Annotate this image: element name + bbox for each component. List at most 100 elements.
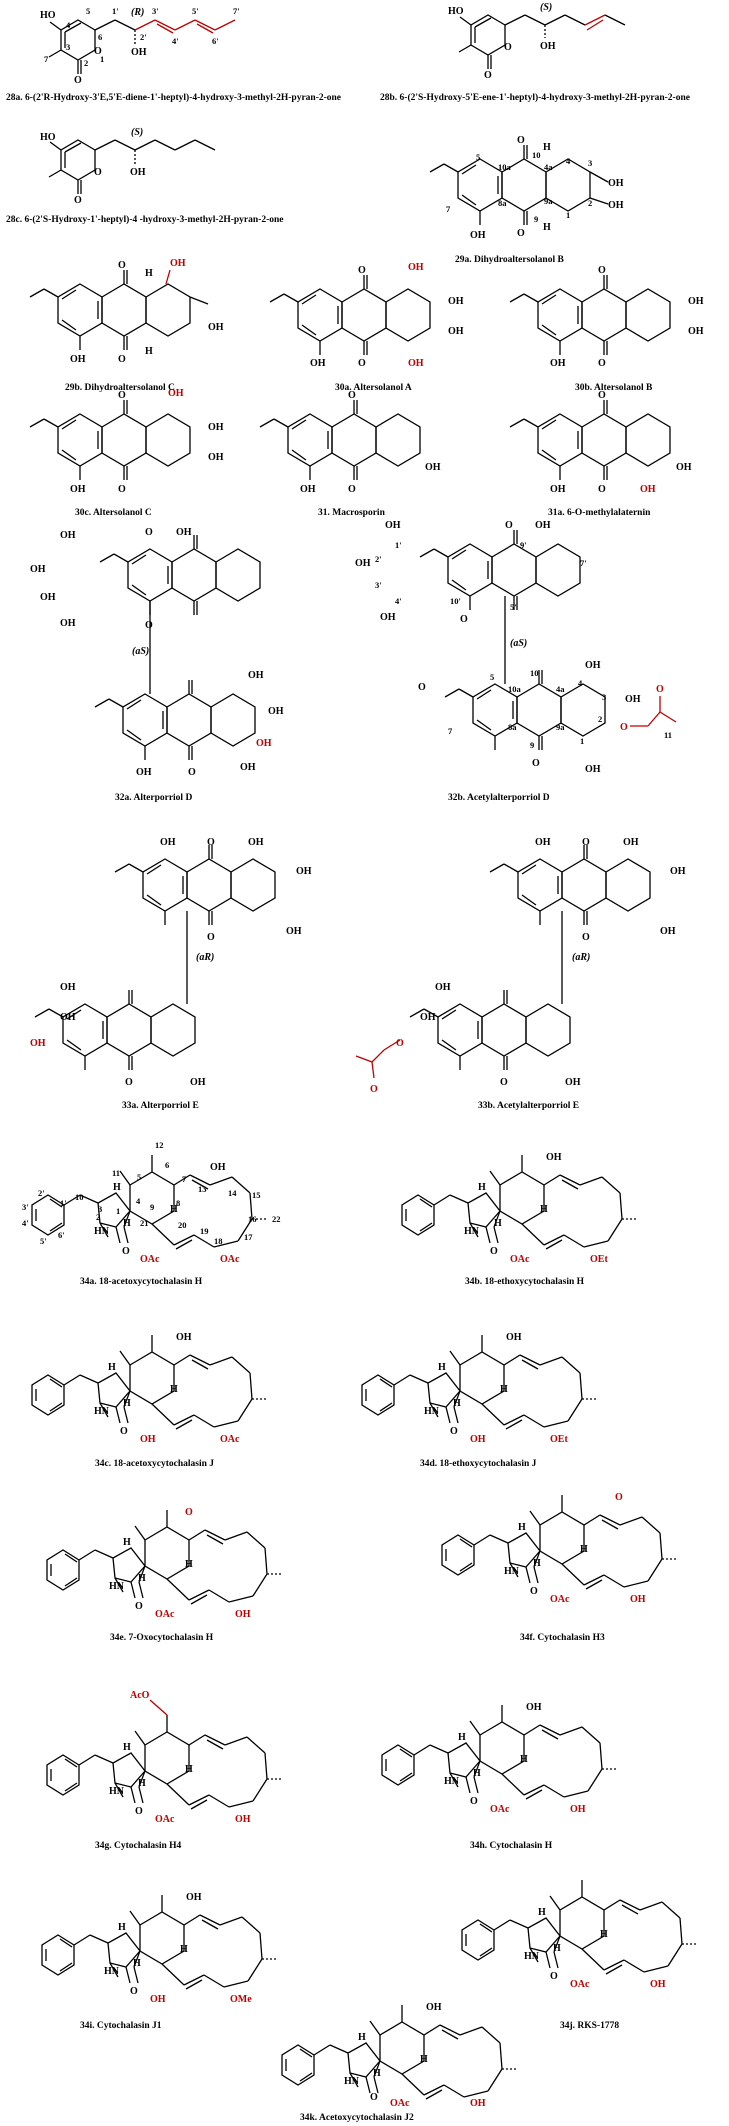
amide-nh-label: HN: [504, 1566, 520, 1577]
hydroxy-label: OH: [190, 1077, 206, 1088]
compound-34c: OH H H HN O OH OAc H 34c. 18-acetoxycyto…: [31, 1332, 269, 1469]
compound-34g: AcO H H HN O OAc OH H 34g. Cytochalasin …: [46, 1690, 284, 1851]
ethoxy-label: OEt: [550, 1434, 568, 1445]
hydroxy-label: OH: [268, 706, 284, 717]
hydrogen-label: H: [170, 1204, 178, 1215]
atom-number: 19: [200, 1226, 209, 1236]
hydroxy-label: OH: [625, 694, 641, 705]
hydroxy-label: OH: [40, 592, 56, 603]
atom-number: 3: [588, 158, 592, 168]
hydroxy-label: OH: [131, 47, 147, 58]
ketone-oxygen-highlighted: O: [185, 1507, 193, 1518]
compound-caption: 32b. Acetylalterporriol D: [448, 793, 550, 803]
atom-number: 2': [375, 554, 382, 564]
hydroxy-label: OH: [30, 564, 46, 575]
hydroxy-label-highlighted: OH: [235, 1609, 251, 1620]
atom-number: 5: [476, 152, 480, 162]
hydroxy-label: OH: [550, 484, 566, 495]
acetoxy-label: OAc: [155, 1609, 175, 1620]
compound-caption: 34a. 18-acetoxycytochalasin H: [80, 1277, 203, 1287]
atom-number: 20: [178, 1220, 187, 1230]
hydrogen-label: H: [185, 1764, 193, 1775]
carbonyl-oxygen-label: O: [484, 70, 492, 81]
ring-oxygen-label: O: [504, 42, 512, 53]
atom-number: 14: [228, 1188, 237, 1198]
atom-number: 3: [602, 692, 606, 702]
hydroxy-label: OH: [608, 200, 624, 211]
amide-nh-label: HN: [344, 2076, 360, 2087]
hydroxy-label: OH: [688, 326, 704, 337]
atom-number: 4: [66, 20, 71, 30]
acetoxy-label: OAc: [510, 1254, 530, 1265]
hydrogen-label: H: [145, 346, 153, 357]
atom-number: 7: [448, 726, 453, 736]
hydroxy-label: OH: [248, 670, 264, 681]
hydrogen-label: H: [373, 2068, 381, 2079]
compound-caption: 30b. Altersolanol B: [575, 383, 653, 393]
lactam-oxygen-label: O: [530, 1586, 538, 1597]
hydroxy-label: HO: [40, 132, 56, 143]
hydroxy-label-highlighted: OH: [256, 738, 272, 749]
atom-number: 8a: [498, 198, 507, 208]
atom-number: 2: [588, 198, 592, 208]
hydrogen-label: H: [600, 1929, 608, 1940]
hydroxy-label: OH: [470, 230, 486, 241]
atom-number: 4a: [556, 684, 565, 694]
hydroxy-label: OH: [585, 660, 601, 671]
compound-caption: 33b. Acetylalterporriol E: [478, 1101, 579, 1111]
amide-nh-label: HN: [109, 1786, 125, 1797]
hydroxy-label: OH: [448, 296, 464, 307]
hydroxy-label: OH: [565, 1077, 581, 1088]
ketone-oxygen-label: O: [582, 932, 590, 943]
hydroxy-label: OH: [60, 1012, 76, 1023]
amide-nh-label: HN: [94, 1406, 110, 1417]
compound-caption: 30c. Altersolanol C: [75, 508, 152, 518]
ketone-oxygen-label: O: [145, 527, 153, 538]
hydroxy-label: OH: [385, 520, 401, 531]
hydrogen-label: H: [420, 2054, 428, 2065]
hydroxy-label: OH: [210, 1162, 226, 1173]
compound-34i: OH H H HN O OH OMe H 34i. Cytochalasin J…: [41, 1892, 279, 2031]
atom-number: 1: [566, 210, 570, 220]
atom-number: 10a: [508, 684, 522, 694]
ketone-oxygen-highlighted: O: [615, 1492, 623, 1503]
hydroxy-label: OH: [540, 41, 556, 52]
atom-number: 7: [44, 54, 49, 64]
hydroxy-label: OH: [550, 358, 566, 369]
ketone-oxygen-label: O: [118, 390, 126, 401]
atom-number: 5': [510, 602, 517, 612]
atom-number: 6: [98, 32, 102, 42]
hydrogen-label: H: [138, 1778, 146, 1789]
hydroxy-label: OH: [425, 462, 441, 473]
ketone-oxygen-label: O: [207, 932, 215, 943]
lactam-oxygen-label: O: [130, 1986, 138, 1997]
hydroxy-label: OH: [208, 322, 224, 333]
atom-number: 1': [395, 540, 402, 550]
atom-number: 10: [75, 1192, 84, 1202]
atom-number: 22: [272, 1214, 281, 1224]
compound-34a: H OH H HN O OAc OAc H 12 11 5 6 7 2' 10 …: [22, 1140, 281, 1287]
hydroxy-label: OH: [448, 326, 464, 337]
atom-number: 10a: [498, 162, 512, 172]
atom-number: 4': [395, 596, 402, 606]
ketone-oxygen-label: O: [358, 358, 366, 369]
atom-number: 9a: [544, 196, 553, 206]
lactam-oxygen-label: O: [470, 1796, 478, 1807]
atom-number: 9a: [556, 722, 565, 732]
atom-number: 13: [198, 1184, 207, 1194]
hydroxy-label: OH: [286, 926, 302, 937]
ring-oxygen-label: O: [94, 46, 102, 57]
atom-number: 8: [176, 1198, 180, 1208]
atom-number: 21: [140, 1218, 149, 1228]
hydrogen-label: H: [358, 2032, 366, 2043]
ketone-oxygen-label: O: [118, 354, 126, 365]
acetoxy-label: OAc: [550, 1594, 570, 1605]
hydroxy-label: OH: [248, 837, 264, 848]
hydroxy-label: OH: [176, 527, 192, 538]
hydrogen-label: H: [123, 1218, 131, 1229]
hydroxy-label-highlighted: OH: [140, 1434, 156, 1445]
hydroxy-label-highlighted: OH: [570, 1804, 586, 1815]
atom-number: 10': [450, 596, 461, 606]
compound-caption: 34i. Cytochalasin J1: [80, 2021, 162, 2031]
